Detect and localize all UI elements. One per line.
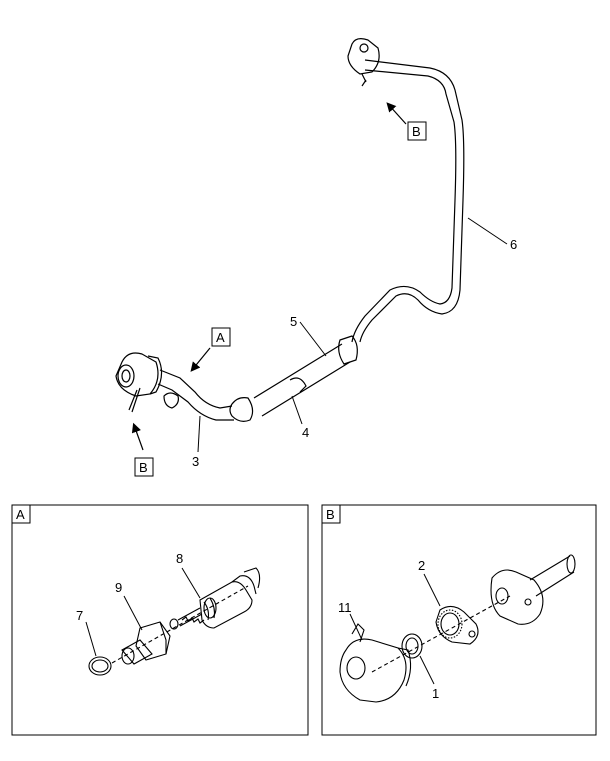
callout-9: 9 xyxy=(115,580,122,595)
o-ring-7 xyxy=(88,656,112,676)
tube-assembly xyxy=(115,38,465,422)
svg-text:A: A xyxy=(216,330,225,345)
tube-end-flange xyxy=(490,554,576,625)
callout-4: 4 xyxy=(302,425,309,440)
tube-sleeve-5 xyxy=(338,335,358,365)
svg-text:B: B xyxy=(412,124,421,139)
detail-b-title: B xyxy=(326,507,335,522)
svg-text:B: B xyxy=(139,460,148,475)
callout-3: 3 xyxy=(192,454,199,469)
view-ref-b-bottom: B xyxy=(134,457,154,477)
detail-a-panel: A xyxy=(11,504,309,736)
left-fitting xyxy=(115,352,159,397)
leader-lines xyxy=(197,217,508,453)
detail-b-panel: B xyxy=(321,504,597,736)
view-ref-a-top: A xyxy=(211,327,231,347)
view-arrows xyxy=(131,102,407,451)
top-fitting xyxy=(347,38,380,75)
washer-1 xyxy=(401,633,423,659)
callout-5: 5 xyxy=(290,314,297,329)
tube-shield-4 xyxy=(289,377,307,393)
callout-6: 6 xyxy=(510,237,517,252)
housing-11 xyxy=(339,623,412,703)
callout-11: 11 xyxy=(338,600,352,615)
tube-assembly-tube-6 xyxy=(359,59,465,343)
callout-2: 2 xyxy=(418,558,425,573)
callout-1: 1 xyxy=(432,686,439,701)
fitting-9 xyxy=(121,621,171,665)
view-ref-b-top: B xyxy=(407,121,427,141)
gasket-2 xyxy=(435,605,479,645)
callout-7: 7 xyxy=(76,608,83,623)
valve-8 xyxy=(169,567,261,630)
callout-8: 8 xyxy=(176,551,183,566)
detail-a-title: A xyxy=(16,507,25,522)
